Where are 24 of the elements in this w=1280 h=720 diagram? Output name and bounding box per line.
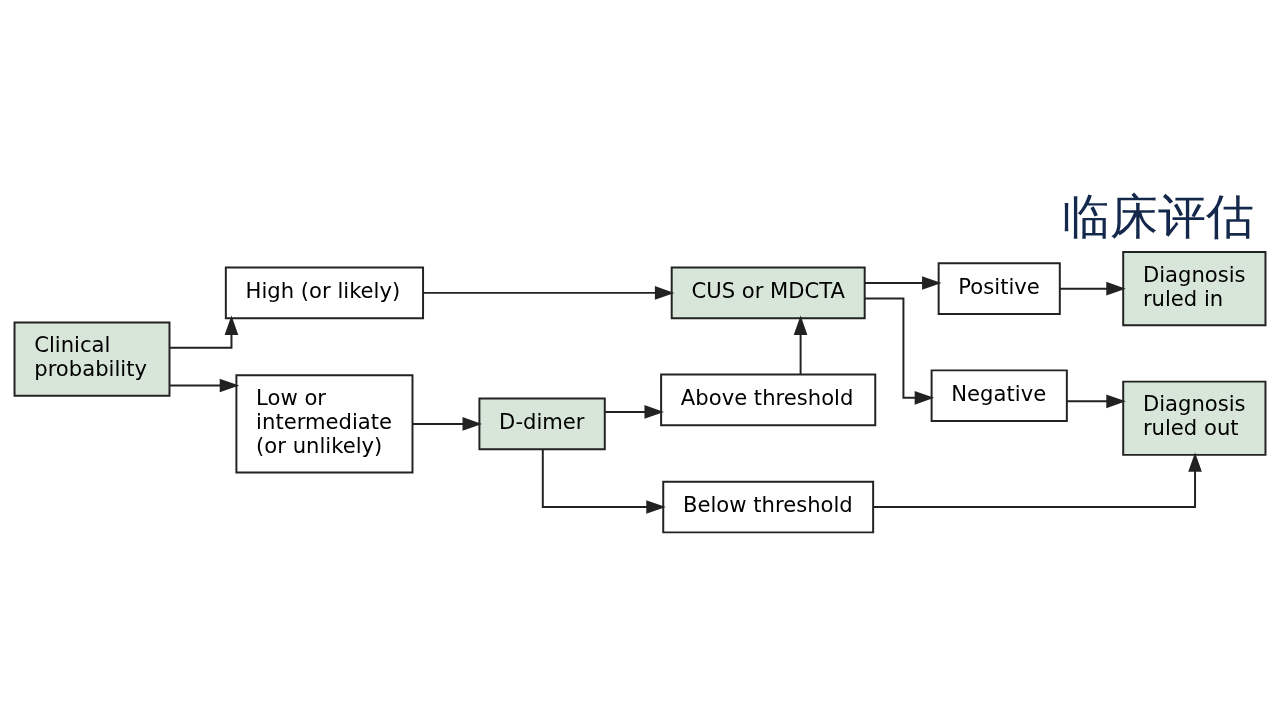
node-box: Clinical probability bbox=[13, 320, 171, 397]
arrow bbox=[864, 297, 935, 405]
node-box: D-dimer bbox=[478, 397, 606, 450]
arrow bbox=[168, 314, 239, 349]
node-box: CUS or MDCTA bbox=[670, 266, 866, 319]
diagram-title: 临床评估 bbox=[1062, 188, 1255, 244]
arrow bbox=[793, 314, 808, 376]
arrow bbox=[1065, 394, 1126, 408]
arrow bbox=[863, 275, 942, 290]
node-box: Positive bbox=[937, 261, 1061, 315]
arrow bbox=[604, 404, 664, 419]
node-box: Below threshold bbox=[662, 480, 875, 533]
node-box: Low or intermediate (or unlikely) bbox=[235, 373, 414, 473]
arrow bbox=[169, 378, 240, 392]
node-box: Diagnosis ruled in bbox=[1122, 250, 1267, 326]
arrow bbox=[412, 416, 482, 431]
arrow bbox=[1058, 281, 1126, 295]
node-box: High (or likely) bbox=[224, 266, 425, 319]
node-box: Negative bbox=[930, 368, 1068, 422]
arrow bbox=[541, 447, 666, 514]
arrow bbox=[872, 451, 1202, 508]
node-box: Above threshold bbox=[660, 373, 877, 426]
node-box: Diagnosis ruled out bbox=[1122, 380, 1267, 456]
arrow bbox=[422, 285, 675, 300]
